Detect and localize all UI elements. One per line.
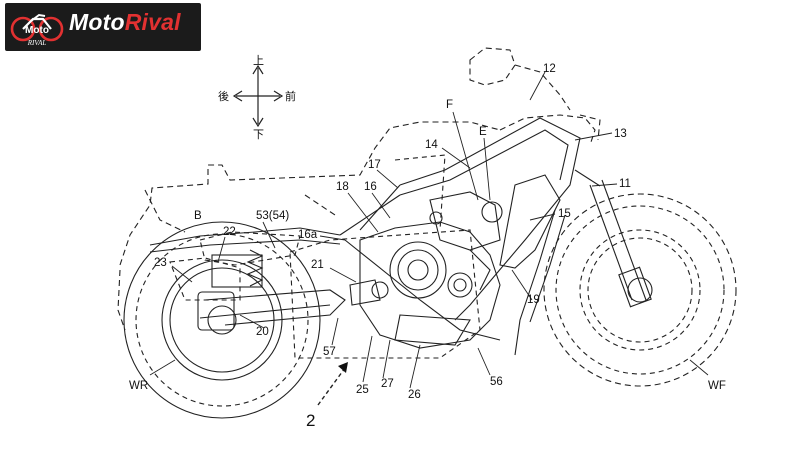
label-25: 25 xyxy=(356,384,369,396)
label-19: 19 xyxy=(527,294,540,306)
view-arrow-head xyxy=(338,362,348,373)
rear-shock xyxy=(211,249,264,288)
label-11: 11 xyxy=(619,178,631,190)
motorcycle-logo-icon: Moto RIVAL xyxy=(10,13,64,47)
engine xyxy=(349,191,503,349)
logo-mark-text: Moto xyxy=(25,25,49,36)
body-outline-dashed xyxy=(117,47,601,331)
label-WF: WF xyxy=(708,380,726,392)
label-14: 14 xyxy=(425,139,438,151)
label-16a: 16a xyxy=(298,229,318,241)
logo-mark-sub: RIVAL xyxy=(27,39,47,47)
front-fork xyxy=(574,169,652,308)
label-57: 57 xyxy=(323,346,336,358)
compass-front-label: 前 xyxy=(285,89,296,103)
region-boxes xyxy=(169,154,481,359)
label-23: 23 xyxy=(154,257,167,269)
compass-up-label: 上 xyxy=(253,54,264,67)
swing-arm xyxy=(197,289,346,331)
compass-labels: 上 下 後 前 xyxy=(218,54,296,141)
label-B: B xyxy=(194,210,202,222)
view-arrow xyxy=(317,367,346,406)
label-2: 2 xyxy=(306,411,315,430)
brand-prefix: Moto xyxy=(69,9,125,35)
label-WR: WR xyxy=(129,380,148,392)
label-27: 27 xyxy=(381,378,394,390)
leader-lines xyxy=(149,71,709,389)
brand-name: MotoRival xyxy=(69,9,181,36)
reference-labels: 12 13 11 F E 14 17 18 16 B 53(54) 22 16a… xyxy=(129,63,726,430)
exhaust-pipe xyxy=(514,209,566,356)
label-22: 22 xyxy=(223,226,236,238)
compass-down-label: 下 xyxy=(253,128,264,141)
label-13: 13 xyxy=(614,128,627,140)
label-56: 56 xyxy=(490,376,503,388)
main-frame xyxy=(149,117,581,341)
label-26: 26 xyxy=(408,389,421,401)
front-wheel xyxy=(543,193,737,387)
direction-compass xyxy=(232,64,284,128)
label-18: 18 xyxy=(336,181,349,193)
label-53-54: 53(54) xyxy=(256,210,289,222)
brand-logo: Moto RIVAL MotoRival xyxy=(5,3,201,51)
label-17: 17 xyxy=(368,159,381,171)
label-15: 15 xyxy=(558,208,571,220)
label-12: 12 xyxy=(543,63,556,75)
label-F: F xyxy=(446,99,453,111)
compass-back-label: 後 xyxy=(218,89,229,103)
label-21: 21 xyxy=(311,259,324,271)
label-20: 20 xyxy=(256,326,269,338)
label-16: 16 xyxy=(364,181,377,193)
brand-suffix: Rival xyxy=(124,9,181,35)
label-E: E xyxy=(479,126,487,138)
